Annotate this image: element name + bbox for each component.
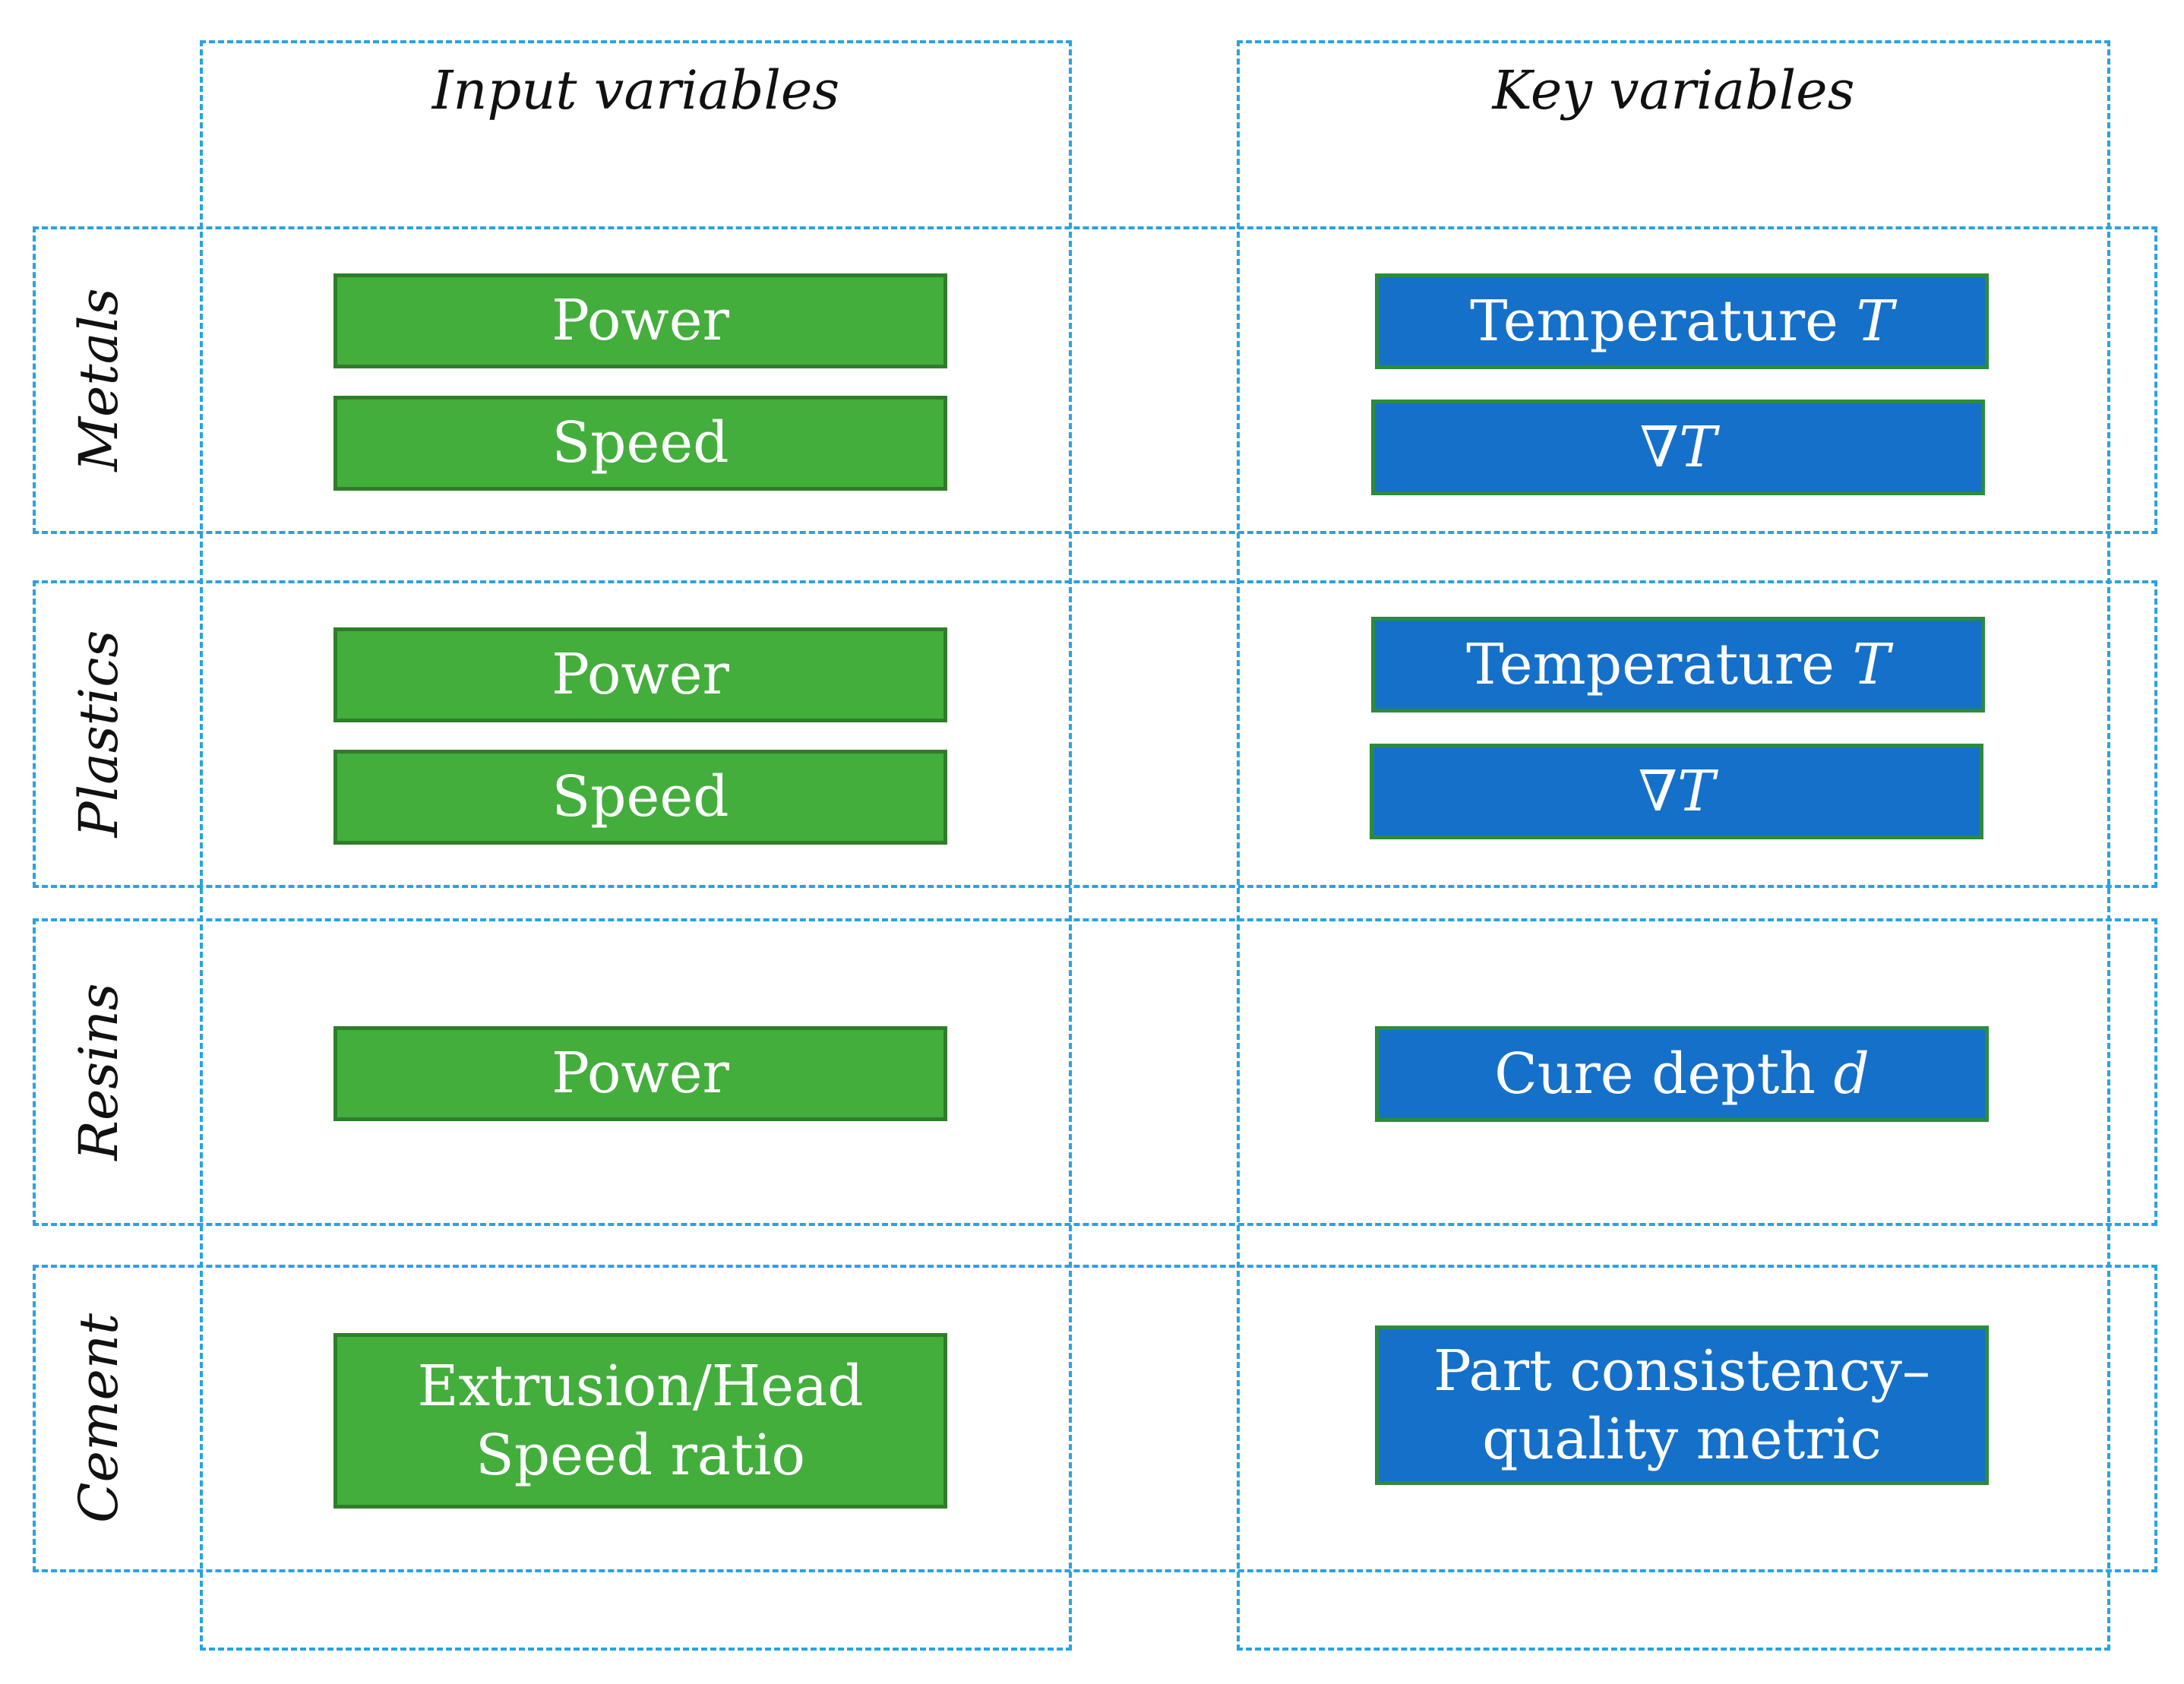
cement-key-quality-metric: Part consistency– quality metric bbox=[1375, 1325, 1989, 1485]
row-label-metals: Metals bbox=[68, 288, 130, 472]
metals-row-frame bbox=[33, 226, 2157, 534]
box-text: Speed bbox=[552, 410, 729, 476]
row-label-cement: Cement bbox=[68, 1313, 130, 1524]
plastics-key-temperature: Temperature T bbox=[1371, 617, 1985, 712]
variable-symbol: T bbox=[1852, 631, 1890, 697]
variable-symbol: d bbox=[1833, 1041, 1870, 1107]
box-text: Power bbox=[552, 288, 729, 354]
metals-key-temperature-gradient: ∇T bbox=[1371, 400, 1985, 495]
row-label-plastics: Plastics bbox=[68, 630, 130, 838]
box-text-line1: Part consistency– bbox=[1433, 1338, 1930, 1404]
box-text: Cure depth bbox=[1494, 1041, 1816, 1107]
input-variables-column-frame bbox=[200, 40, 1072, 1651]
box-text-line1: Extrusion/Head bbox=[417, 1354, 864, 1420]
box-text: Temperature bbox=[1466, 631, 1835, 697]
resins-row-frame bbox=[33, 918, 2157, 1226]
resins-key-cure-depth: Cure depth d bbox=[1375, 1026, 1989, 1122]
plastics-row-frame bbox=[33, 580, 2157, 888]
plastics-input-power: Power bbox=[333, 627, 947, 722]
metals-input-speed: Speed bbox=[333, 396, 947, 491]
row-label-resins: Resins bbox=[68, 983, 130, 1161]
box-text-line2: Speed ratio bbox=[476, 1422, 805, 1488]
box-text: Power bbox=[552, 642, 729, 708]
key-variables-column-frame bbox=[1237, 40, 2110, 1651]
box-text: Power bbox=[552, 1041, 729, 1107]
box-text: Speed bbox=[552, 764, 729, 830]
resins-input-power: Power bbox=[333, 1026, 947, 1121]
key-variables-header: Key variables bbox=[1492, 59, 1855, 122]
cement-row-frame bbox=[33, 1265, 2157, 1572]
variable-symbol: T bbox=[1856, 288, 1894, 354]
metals-key-temperature: Temperature T bbox=[1375, 273, 1989, 369]
plastics-key-temperature-gradient: ∇T bbox=[1370, 744, 1983, 839]
plastics-input-speed: Speed bbox=[333, 750, 947, 845]
box-text: Temperature bbox=[1470, 288, 1838, 354]
cement-input-extrusion-speed-ratio: Extrusion/Head Speed ratio bbox=[333, 1333, 947, 1509]
box-text: ∇T bbox=[1638, 758, 1715, 824]
box-text: ∇T bbox=[1639, 414, 1717, 480]
metals-input-power: Power bbox=[333, 273, 947, 368]
input-variables-header: Input variables bbox=[431, 59, 840, 122]
box-text-line2: quality metric bbox=[1482, 1407, 1882, 1472]
